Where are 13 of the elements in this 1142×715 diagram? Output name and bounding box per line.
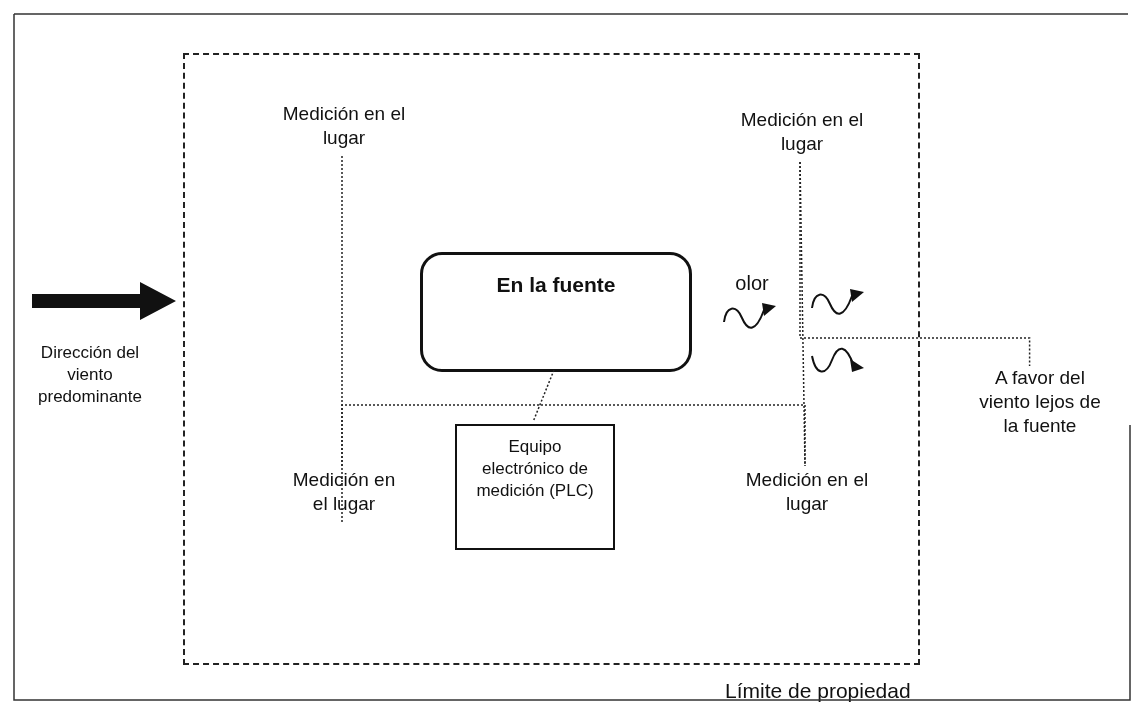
measurement-label: A favor del viento lejos de la fuente: [975, 366, 1105, 444]
connector-line: [799, 161, 1031, 367]
wind-direction-label: Dirección del viento predominante: [37, 342, 143, 408]
measurement-label: Medición en el lugar: [737, 108, 867, 164]
connector-line: [532, 369, 555, 423]
equipment-box: Equipo electrónico de medición (PLC): [455, 424, 615, 550]
source-box: En la fuente: [420, 252, 692, 372]
measurement-label: Medición en el lugar: [289, 468, 399, 524]
boundary-label: Límite de propiedad: [725, 679, 911, 703]
connector-line: [341, 404, 806, 523]
measurement-label: Medición en el lugar: [279, 102, 409, 158]
measurement-label: Medición en el lugar: [732, 468, 882, 524]
odor-label: olor: [734, 272, 770, 294]
